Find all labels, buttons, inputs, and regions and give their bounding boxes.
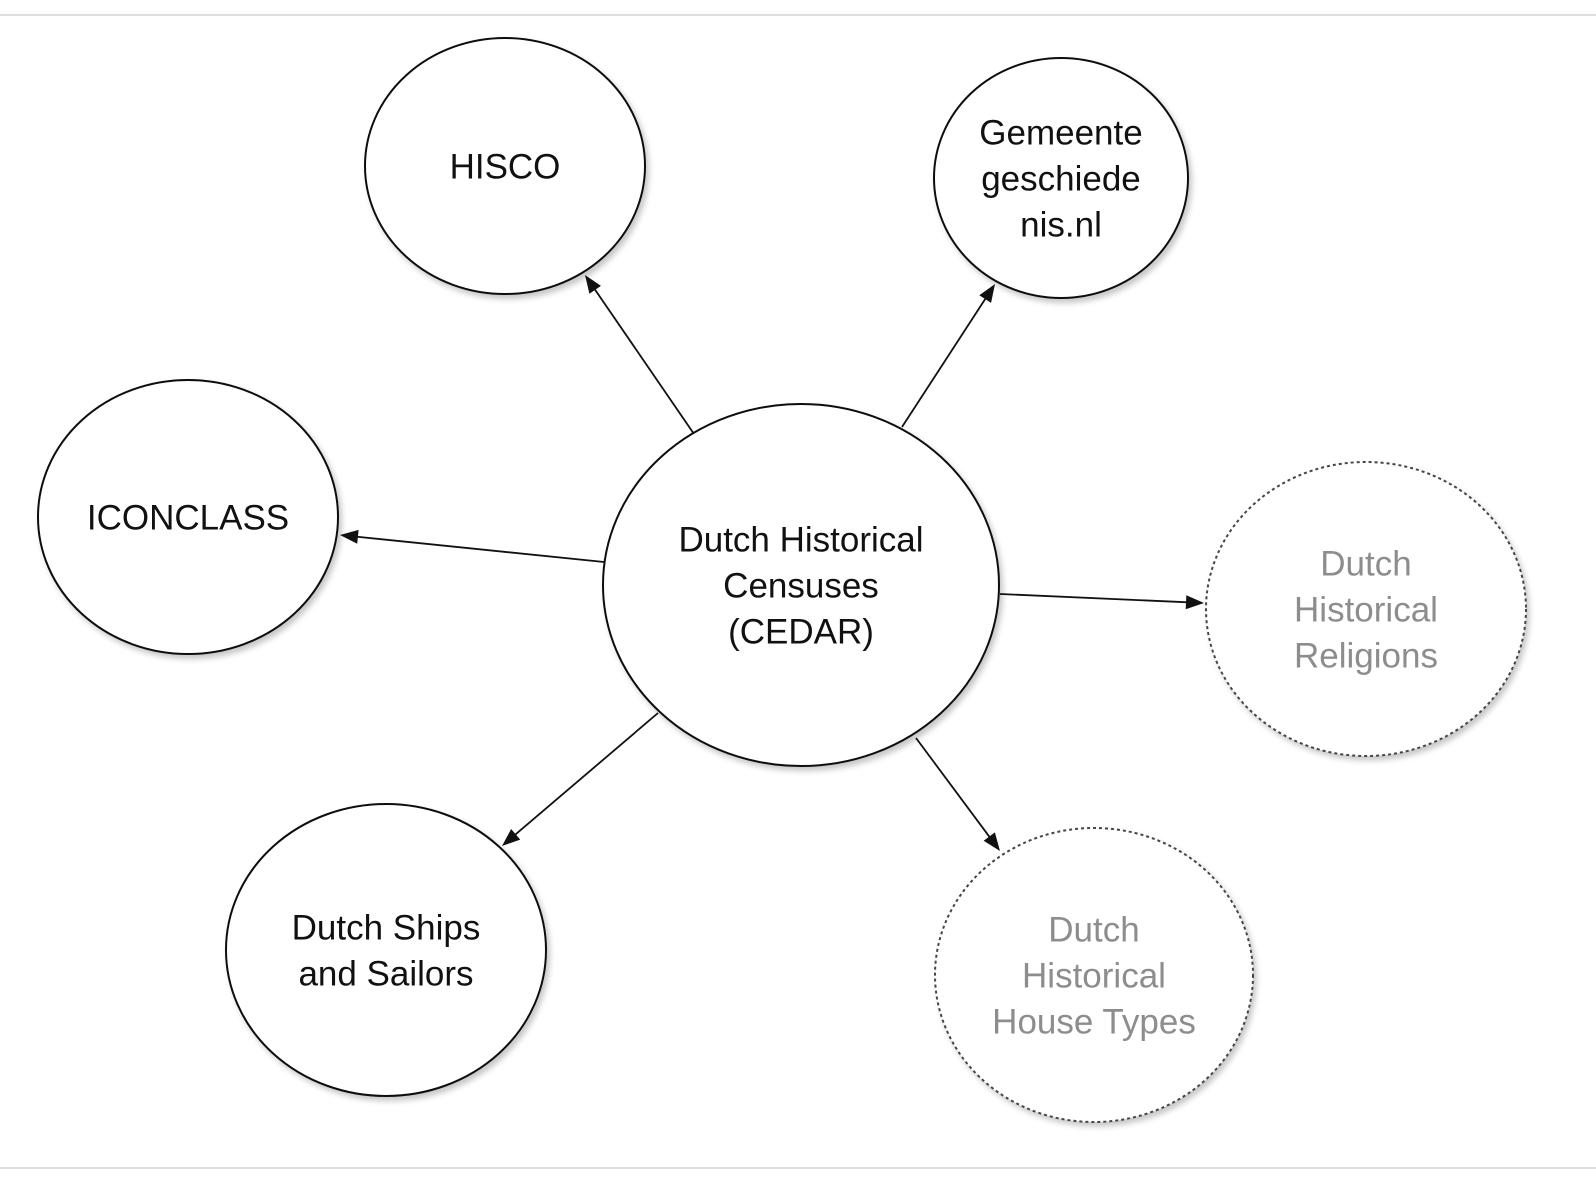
node-ellipse (225, 803, 547, 1097)
node-ellipse (933, 57, 1189, 299)
edges-layer (340, 275, 1204, 851)
arrowhead-icon (585, 275, 601, 294)
node-label: Gemeente (979, 113, 1142, 152)
nodes-layer: Dutch HistoricalCensuses(CEDAR)HISCOGeme… (37, 37, 1527, 1123)
edge-line (901, 296, 988, 428)
node-ellipse (934, 827, 1254, 1123)
node-label: geschiede (981, 159, 1141, 198)
node-ellipse (37, 379, 339, 655)
node-ellipse (602, 403, 1000, 767)
node-label: Dutch (1320, 544, 1411, 583)
edge-cedar-ships (502, 712, 659, 846)
node-label: Dutch (1048, 910, 1139, 949)
node-label: House Types (992, 1002, 1196, 1041)
edge-line (999, 593, 1189, 604)
node-label: Historical (1294, 590, 1438, 629)
arrowhead-icon (983, 832, 1000, 851)
arrowhead-icon (1185, 595, 1204, 610)
arrowhead-icon (979, 284, 995, 303)
node-ellipse (1205, 461, 1527, 757)
node-label: (CEDAR) (728, 612, 874, 651)
node-ellipse (364, 37, 646, 295)
edge-line (355, 535, 605, 563)
edge-cedar-housetypes (915, 737, 1000, 851)
node-label: Dutch Historical (678, 520, 923, 559)
node-label: and Sailors (298, 954, 473, 993)
edge-cedar-gemeente (901, 284, 995, 428)
node-ships: Dutch Ships and Sailors (225, 803, 547, 1097)
edge-line (593, 287, 695, 435)
edge-line (915, 737, 992, 839)
node-label: nis.nl (1020, 205, 1102, 244)
node-iconclass: ICONCLASS (37, 379, 339, 655)
arrowhead-icon (340, 529, 359, 544)
node-label: Dutch Ships (292, 908, 481, 947)
node-label: HISCO (450, 147, 561, 186)
edge-cedar-religions (999, 593, 1204, 610)
arrowhead-icon (502, 828, 521, 846)
node-label: Censuses (723, 566, 879, 605)
node-label: Historical (1022, 956, 1166, 995)
node-label: Religions (1294, 636, 1438, 675)
node-label: ICONCLASS (87, 498, 289, 537)
node-gemeente: Gemeente geschiede nis.nl (933, 57, 1189, 299)
edge-cedar-iconclass (340, 529, 605, 563)
edge-cedar-hisco (585, 275, 695, 435)
node-hisco: HISCO (364, 37, 646, 295)
edge-line (513, 712, 659, 837)
